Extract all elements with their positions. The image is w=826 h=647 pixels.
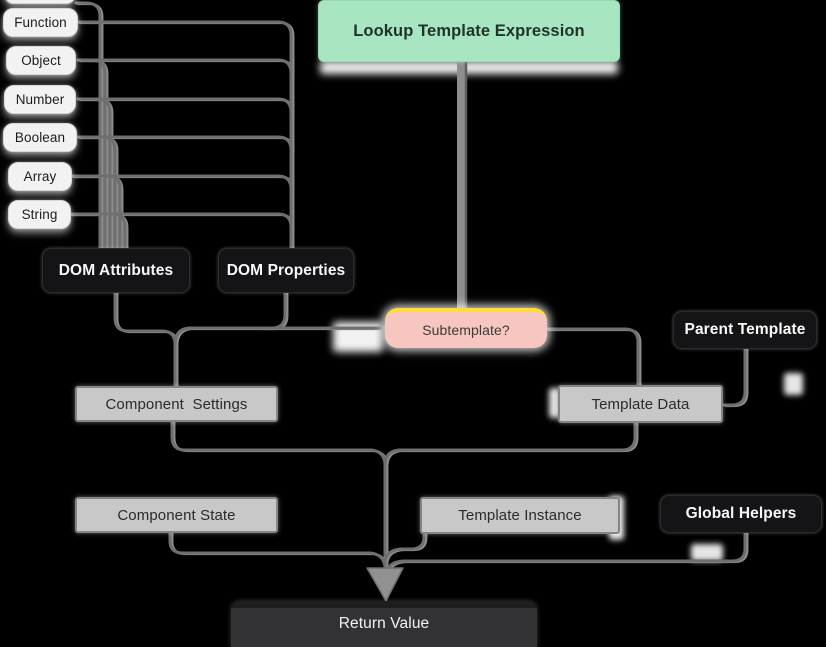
type-box-boolean: Boolean (3, 123, 77, 152)
node-subtemplate: Subtemplate? (385, 308, 547, 348)
type-box-object: Object (6, 46, 76, 75)
node-global-helpers: Global Helpers (660, 495, 822, 533)
node-parent-template: Parent Template (673, 311, 817, 349)
node-return-value: Return Value (231, 601, 537, 647)
shadow-under-title (320, 61, 618, 74)
shadow-left-of-subtemplate (333, 322, 383, 352)
type-box-partial (4, 0, 76, 4)
type-box-function: Function (3, 8, 78, 37)
node-lookup-template-expression: Lookup Template Expression (318, 0, 620, 62)
node-component-state: Component State (75, 497, 278, 533)
type-box-array: Array (8, 162, 72, 191)
node-component-settings: Component Settings (75, 386, 278, 422)
type-box-number: Number (4, 85, 76, 114)
node-template-data: Template Data (558, 385, 723, 423)
node-dom-attributes: DOM Attributes (42, 248, 190, 293)
shadow-below-parent-template (784, 373, 803, 395)
node-template-instance: Template Instance (420, 497, 620, 534)
node-dom-properties: DOM Properties (218, 248, 354, 293)
flow-arrowhead (366, 567, 404, 602)
edge-lookup-subtemplate (457, 62, 468, 308)
shadow-below-global-helpers (691, 544, 723, 561)
type-box-string: String (8, 200, 71, 229)
